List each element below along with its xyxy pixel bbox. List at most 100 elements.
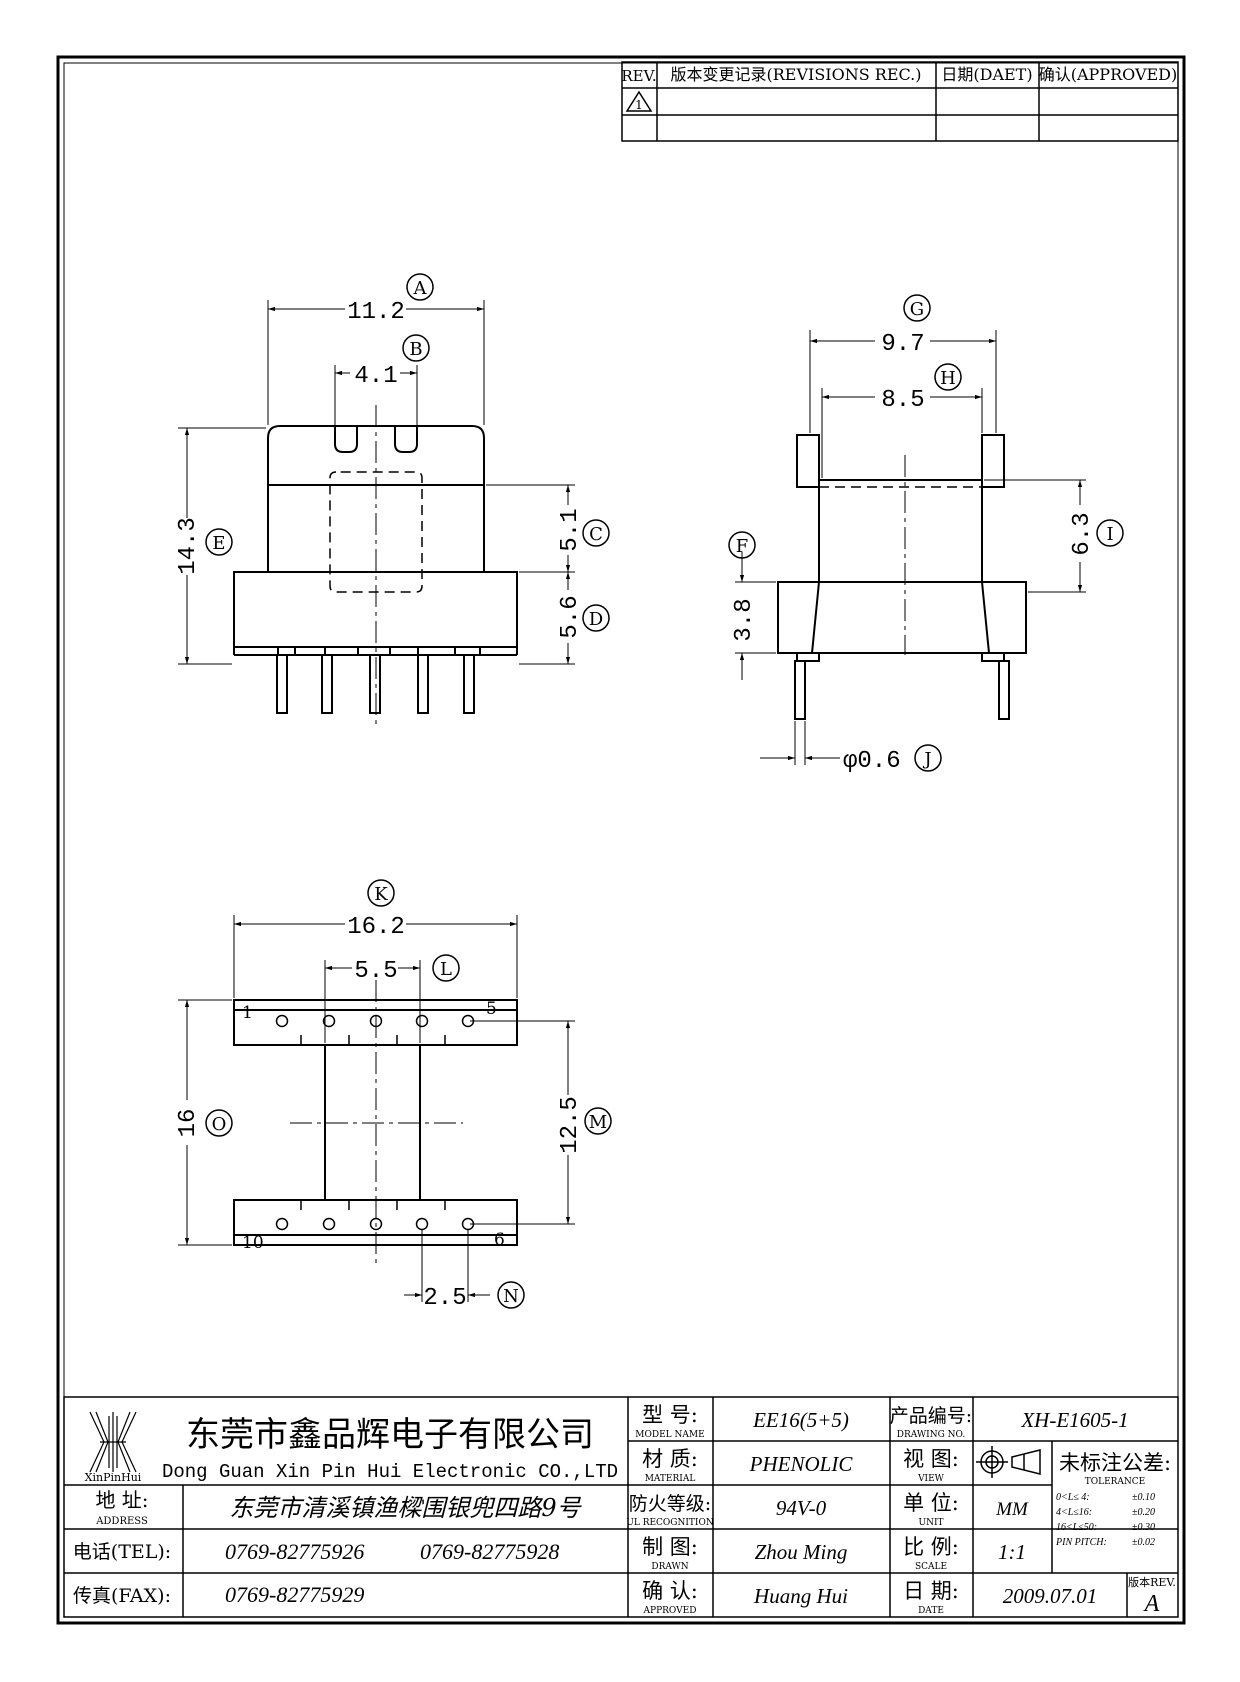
tolerance-value-4: ±0.02	[1132, 1537, 1155, 1548]
address-value: 东莞市清溪镇渔樑围银兜四路9号	[229, 1494, 582, 1522]
drawn-value: Zhou Ming	[755, 1540, 848, 1564]
tolerance-value-3: ±0.30	[1132, 1522, 1155, 1533]
scale-value: 1:1	[998, 1540, 1026, 1564]
ul-value: 94V-0	[776, 1496, 827, 1520]
dimension-M-label: M	[589, 1112, 607, 1133]
unit-label-cn: 单 位:	[903, 1491, 959, 1515]
address-label-cn: 地 址:	[95, 1488, 148, 1512]
dimension-K-value: 16.2	[347, 914, 405, 941]
bottom-view-dimensions	[178, 915, 575, 1302]
material-label-cn: 材 质:	[642, 1447, 698, 1471]
dimension-B: 4.1 B	[354, 334, 430, 390]
dimension-A-label: A	[413, 278, 428, 299]
dimension-F: F 3.8	[728, 531, 758, 642]
scale-label-cn: 比 例:	[903, 1535, 959, 1559]
dimension-B-label: B	[409, 339, 422, 360]
approved-value: Huang Hui	[753, 1584, 848, 1608]
bottom-view: 1 5 10 6	[233, 980, 518, 1265]
address-label-en: ADDRESS	[95, 1516, 148, 1527]
dimension-N-value: 2.5	[423, 1285, 466, 1312]
dimension-E: 14.3 E	[175, 517, 233, 575]
tel-value-2: 0769-82775928	[420, 1539, 559, 1564]
dimension-N: 2.5 N	[423, 1281, 525, 1312]
rev-header: REV.	[621, 67, 656, 85]
tel-value-1: 0769-82775926	[225, 1539, 364, 1564]
dimension-I-value: 6.3	[1069, 512, 1096, 555]
tel-label: 电话(TEL):	[73, 1541, 171, 1563]
tolerance-value-1: ±0.10	[1132, 1492, 1155, 1503]
tolerance-value-2: ±0.20	[1132, 1507, 1155, 1518]
revision-triangle-icon: 1	[625, 90, 653, 112]
ul-label-cn: 防火等级:	[629, 1493, 711, 1515]
ul-label-en: UL RECOGNITION	[626, 1518, 714, 1528]
tolerance-range-3: 16<L≤50:	[1056, 1522, 1097, 1533]
tolerance-title-cn: 未标注公差:	[1059, 1451, 1171, 1475]
pin-holes	[275, 1014, 475, 1231]
drawing-no-value: XH-E1605-1	[1020, 1408, 1128, 1432]
front-view	[233, 405, 518, 725]
pin-label-1: 1	[242, 1003, 253, 1023]
front-view-dimensions	[178, 300, 575, 665]
date-label-cn: 日 期:	[903, 1579, 959, 1603]
dimension-F-label: F	[736, 536, 749, 557]
company-name-en: Dong Guan Xin Pin Hui Electronic CO.,LTD	[162, 1461, 618, 1483]
dimension-E-value: 14.3	[175, 517, 202, 575]
dimension-M: 12.5 M	[557, 1096, 612, 1154]
logo-text: XinPinHui	[85, 1471, 142, 1484]
revision-table: REV. 版本变更记录(REVISIONS REC.) 日期(DAET) 确认(…	[621, 61, 1179, 142]
drawn-label-cn: 制 图:	[642, 1535, 698, 1559]
approved-label-en: APPROVED	[643, 1606, 697, 1616]
model-value: EE16(5+5)	[752, 1408, 849, 1432]
tolerance-range-4: PIN PITCH:	[1055, 1537, 1107, 1548]
pin-label-5: 5	[486, 999, 497, 1019]
dimension-A: 11.2 A	[347, 273, 434, 326]
dimension-L: 5.5 L	[354, 954, 460, 985]
dimension-J: φ0.6 J	[843, 744, 942, 775]
dimension-F-value: 3.8	[731, 598, 758, 641]
dimension-D-value: 5.6	[557, 595, 584, 638]
tolerance-range-1: 0<L≤ 4:	[1056, 1492, 1090, 1503]
dimension-G: 9.7 G	[881, 294, 931, 358]
dimension-C: 5.1 C	[557, 508, 610, 552]
dimension-K: 16.2 K	[347, 879, 405, 941]
dimension-H-label: H	[940, 368, 956, 389]
dimension-K-label: K	[374, 884, 388, 905]
dimension-I-label: I	[1106, 524, 1113, 545]
dimension-G-label: G	[910, 299, 924, 320]
projection-symbol-icon	[976, 1446, 1041, 1478]
dimension-D-label: D	[589, 609, 603, 630]
tolerance-title-en: TOLERANCE	[1085, 1477, 1146, 1487]
model-label-en: MODEL NAME	[635, 1430, 704, 1440]
dimension-O-label: O	[212, 1114, 227, 1135]
dimension-L-label: L	[440, 959, 452, 980]
dimension-I: 6.3 I	[1069, 512, 1124, 556]
unit-value: MM	[995, 1499, 1029, 1520]
side-view-dimensions	[735, 330, 1086, 765]
drawing-no-label-cn: 产品编号:	[890, 1405, 972, 1427]
pin-label-10: 10	[242, 1233, 264, 1253]
dimension-C-label: C	[589, 524, 603, 545]
fax-value: 0769-82775929	[225, 1582, 364, 1607]
dimension-N-label: N	[503, 1286, 519, 1307]
tolerance-range-2: 4<L≤16:	[1056, 1507, 1092, 1518]
drawing-frame	[56, 55, 1186, 1625]
approved-label-cn: 确 认:	[642, 1579, 698, 1603]
view-label-cn: 视 图:	[903, 1447, 959, 1471]
date-label-en: DATE	[918, 1606, 944, 1616]
dimension-C-value: 5.1	[557, 508, 584, 551]
dimension-O: 16 O	[175, 1109, 233, 1138]
dimension-B-value: 4.1	[354, 363, 397, 390]
pin-label-6: 6	[494, 1230, 505, 1250]
dimension-M-value: 12.5	[557, 1096, 584, 1154]
drawn-label-en: DRAWN	[651, 1562, 688, 1572]
revision-approved-header: 确认(APPROVED)	[1039, 65, 1178, 84]
dimension-J-label: J	[922, 749, 931, 770]
model-label-cn: 型 号:	[642, 1403, 698, 1427]
side-view	[777, 434, 1027, 720]
dimension-G-value: 9.7	[881, 331, 924, 358]
revision-date-header: 日期(DAET)	[941, 65, 1032, 84]
company-name-cn: 东莞市鑫品辉电子有限公司	[186, 1415, 594, 1455]
dimension-H: 8.5 H	[881, 363, 962, 414]
dimension-O-value: 16	[175, 1109, 202, 1138]
